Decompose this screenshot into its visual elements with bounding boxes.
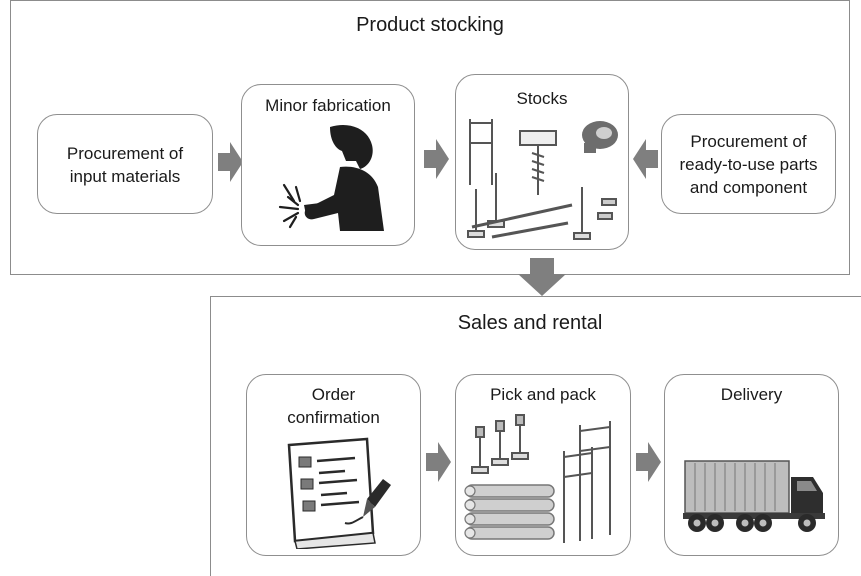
procurement-input-line-1: Procurement of bbox=[66, 144, 184, 163]
order-confirmation-line-2: confirmation bbox=[287, 408, 380, 427]
scaffold-parts-icon bbox=[467, 119, 618, 240]
arrow-down-icon bbox=[518, 258, 566, 296]
stocks-box: Stocks bbox=[455, 74, 629, 250]
pick-and-pack-label: Pick and pack bbox=[490, 385, 596, 404]
delivery-label: Delivery bbox=[720, 385, 783, 404]
arrow-right-icon bbox=[426, 442, 451, 482]
order-confirmation-line-1: Order bbox=[311, 385, 356, 404]
welder-icon bbox=[278, 125, 384, 231]
procurement-ready-line-3: and component bbox=[689, 178, 808, 197]
delivery-box: Delivery bbox=[664, 374, 839, 556]
minor-fabrication-label: Minor fabrication bbox=[265, 96, 391, 115]
procurement-input-box: Procurement of input materials bbox=[37, 114, 213, 214]
order-form-icon bbox=[287, 437, 391, 549]
procurement-ready-line-1: Procurement of bbox=[690, 132, 807, 151]
product-stocking-title: Product stocking bbox=[356, 14, 504, 36]
minor-fabrication-box: Minor fabrication bbox=[241, 84, 415, 246]
arrow-right-icon bbox=[636, 442, 661, 482]
arrow-left-icon bbox=[633, 139, 658, 179]
procurement-ready-line-2: ready-to-use parts bbox=[679, 155, 818, 174]
order-confirmation-box: Order confirmation bbox=[246, 374, 421, 556]
pick-and-pack-box: Pick and pack bbox=[455, 374, 631, 556]
truck-icon bbox=[683, 460, 825, 532]
packed-parts-icon bbox=[464, 414, 611, 543]
sales-and-rental-title: Sales and rental bbox=[457, 312, 603, 334]
arrow-right-icon bbox=[218, 142, 243, 182]
procurement-ready-box: Procurement of ready-to-use parts and co… bbox=[661, 114, 836, 214]
stocks-label: Stocks bbox=[516, 89, 568, 108]
arrow-right-icon bbox=[424, 139, 449, 179]
procurement-input-line-2: input materials bbox=[69, 167, 181, 186]
